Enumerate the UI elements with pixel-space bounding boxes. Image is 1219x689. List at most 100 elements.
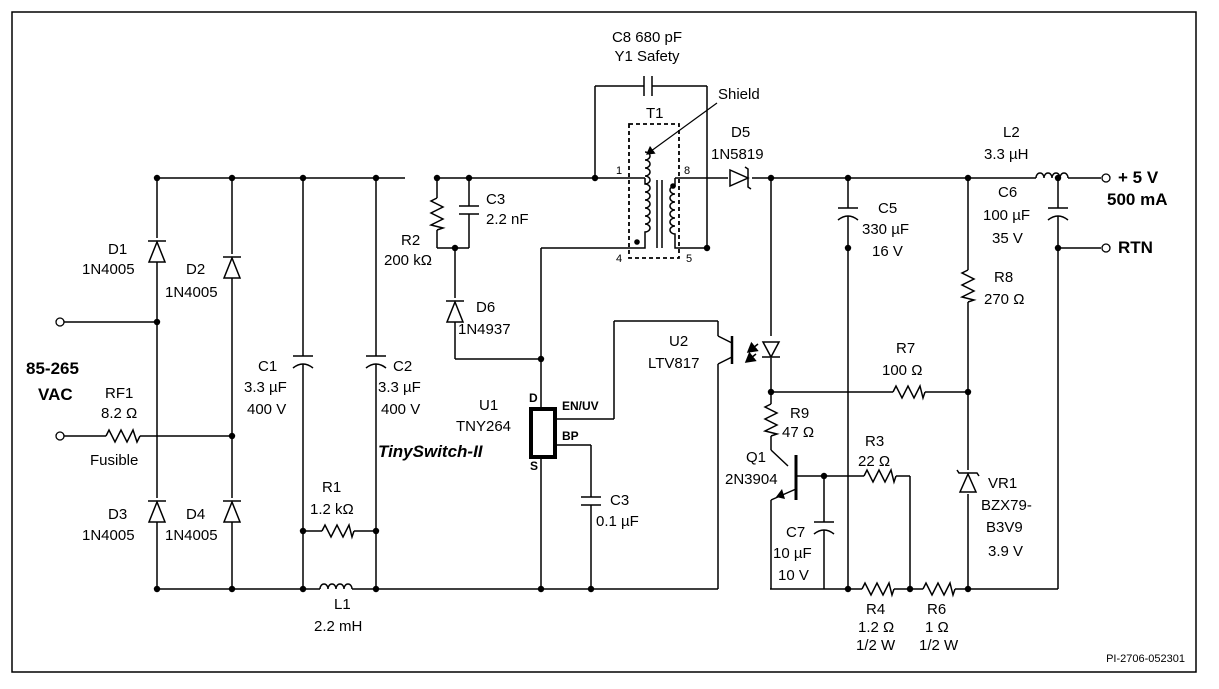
c8-ref-label: C8 680 pF bbox=[612, 29, 682, 46]
l2-value-label: 3.3 µH bbox=[984, 146, 1029, 163]
d6-value-label: 1N4937 bbox=[458, 321, 511, 338]
c7-value-label: 10 µF bbox=[773, 545, 812, 562]
r6-ref-label: R6 bbox=[927, 601, 946, 618]
c5-ref-label: C5 bbox=[878, 200, 897, 217]
capacitor-c3-2n2 bbox=[459, 205, 479, 215]
t1-pin-4: 4 bbox=[616, 253, 622, 265]
r3-value-label: 22 Ω bbox=[858, 453, 890, 470]
c6-ref-label: C6 bbox=[998, 184, 1017, 201]
wires bbox=[64, 85, 1101, 590]
vr1-ref-label: VR1 bbox=[988, 475, 1017, 492]
resistor-r1 bbox=[321, 522, 355, 540]
ic-u1-body bbox=[529, 407, 557, 459]
u1-pin-bp: BP bbox=[562, 429, 579, 443]
t1-pin-8: 8 bbox=[684, 165, 690, 177]
r1-ref-label: R1 bbox=[322, 479, 341, 496]
inductors bbox=[319, 151, 1069, 590]
vr1-value2-label: B3V9 bbox=[986, 519, 1023, 536]
vr1-value-label: BZX79- bbox=[981, 497, 1032, 514]
d2-ref-label: D2 bbox=[186, 261, 205, 278]
vr1-rating-label: 3.9 V bbox=[988, 543, 1023, 560]
l1-value-label: 2.2 mH bbox=[314, 618, 362, 635]
capacitor-c5 bbox=[837, 207, 859, 221]
d4-ref-label: D4 bbox=[186, 506, 205, 523]
opto-transistor bbox=[717, 335, 734, 365]
r4-ref-label: R4 bbox=[866, 601, 885, 618]
u1-pin-s: S bbox=[530, 459, 538, 473]
t1-pin-1: 1 bbox=[616, 165, 622, 177]
resistor-r4 bbox=[861, 580, 895, 598]
transformer-core bbox=[634, 180, 676, 248]
primary-winding bbox=[637, 151, 651, 249]
c5-rating-label: 16 V bbox=[872, 243, 903, 260]
resistor-r6 bbox=[922, 580, 956, 598]
capacitor-c3-100n bbox=[581, 496, 601, 506]
u1-pin-d: D bbox=[529, 391, 538, 405]
c2-value-label: 3.3 µF bbox=[378, 379, 421, 396]
c1-rating-label: 400 V bbox=[247, 401, 286, 418]
resistor-rf1 bbox=[105, 428, 141, 444]
d1-value-label: 1N4005 bbox=[82, 261, 135, 278]
u1-value-label: TNY264 bbox=[456, 418, 511, 435]
capacitor-c8 bbox=[643, 76, 653, 96]
r7-value-label: 100 Ω bbox=[882, 362, 922, 379]
r9-value-label: 47 Ω bbox=[782, 424, 814, 441]
t1-pin-5: 5 bbox=[686, 253, 692, 265]
c3b-value-label: 0.1 µF bbox=[596, 513, 639, 530]
inductor-l2 bbox=[1035, 172, 1069, 179]
capacitor-c2 bbox=[365, 355, 387, 369]
diode-d4 bbox=[222, 499, 242, 523]
diagram-frame bbox=[11, 11, 1197, 673]
r3-ref-label: R3 bbox=[865, 433, 884, 450]
resistor-r8 bbox=[959, 269, 977, 303]
resistor-r2 bbox=[428, 197, 446, 231]
rf1-ref-label: RF1 bbox=[105, 385, 133, 402]
secondary-winding bbox=[669, 178, 684, 249]
c3b-ref-label: C3 bbox=[610, 492, 629, 509]
input-voltage-label: 85-265 bbox=[26, 359, 79, 378]
t1-label: T1 bbox=[646, 105, 664, 122]
drawing-reference: PI-2706-052301 bbox=[1106, 653, 1185, 665]
capacitor-c7 bbox=[813, 521, 835, 535]
r8-ref-label: R8 bbox=[994, 269, 1013, 286]
tinyswitch-label: TinySwitch-II bbox=[378, 442, 484, 461]
q1-value-label: 2N3904 bbox=[725, 471, 778, 488]
rf1-value-label: 8.2 Ω bbox=[101, 405, 137, 422]
transistor-q1 bbox=[776, 455, 798, 500]
r8-value-label: 270 Ω bbox=[984, 291, 1024, 308]
u2-ref-label: U2 bbox=[669, 333, 688, 350]
output-rtn-label: RTN bbox=[1118, 238, 1153, 257]
resistor-r9 bbox=[762, 403, 780, 437]
capacitor-c6 bbox=[1047, 207, 1069, 221]
output-plus-terminal bbox=[1101, 173, 1111, 183]
bridge-diodes bbox=[147, 239, 242, 523]
c6-value-label: 100 µF bbox=[983, 207, 1030, 224]
c1-ref-label: C1 bbox=[258, 358, 277, 375]
l1-ref-label: L1 bbox=[334, 596, 351, 613]
output-current-label: 500 mA bbox=[1107, 190, 1167, 209]
inductor-l1 bbox=[319, 583, 353, 590]
u2-value-label: LTV817 bbox=[648, 355, 699, 372]
c3a-value-label: 2.2 nF bbox=[486, 211, 529, 228]
labels: C8 680 pF Y1 Safety Shield T1 1 8 4 5 D5… bbox=[26, 29, 1185, 665]
d5-value-label: 1N5819 bbox=[711, 146, 764, 163]
r2-ref-label: R2 bbox=[401, 232, 420, 249]
d6-ref-label: D6 bbox=[476, 299, 495, 316]
r9-ref-label: R9 bbox=[790, 405, 809, 422]
capacitor-c1 bbox=[292, 355, 314, 369]
d2-value-label: 1N4005 bbox=[165, 284, 218, 301]
input-vac-label: VAC bbox=[38, 385, 73, 404]
c2-rating-label: 400 V bbox=[381, 401, 420, 418]
resistor-r3 bbox=[863, 467, 897, 485]
c8-value-label: Y1 Safety bbox=[614, 48, 680, 65]
opto-led bbox=[744, 341, 781, 363]
c2-ref-label: C2 bbox=[393, 358, 412, 375]
terminals bbox=[55, 173, 1111, 441]
diode-d1 bbox=[147, 239, 167, 263]
u1-ref-label: U1 bbox=[479, 397, 498, 414]
shield-pointer bbox=[646, 102, 718, 155]
zener-vr1 bbox=[956, 469, 980, 493]
diode-d6 bbox=[445, 299, 465, 323]
c6-rating-label: 35 V bbox=[992, 230, 1023, 247]
